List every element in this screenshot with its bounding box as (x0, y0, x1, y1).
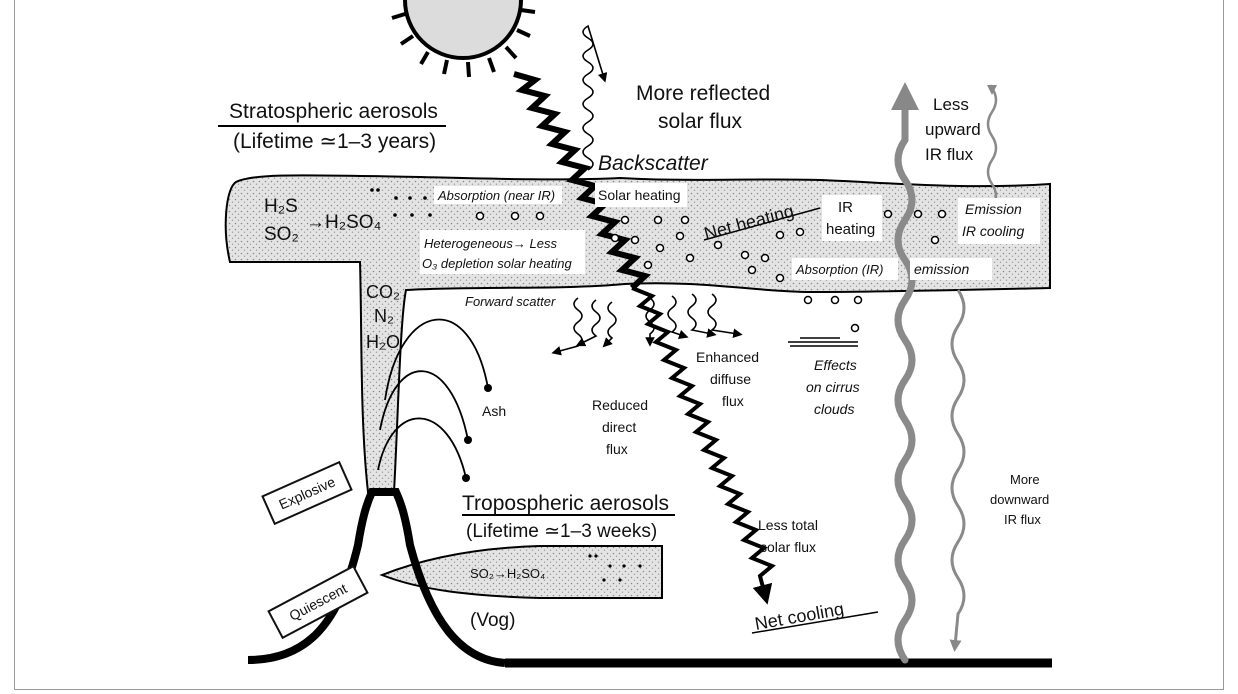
o3-depletion-label: O₃ depletion solar heating (422, 256, 572, 271)
enhanced-diffuse-label-1: Enhanced (696, 349, 759, 365)
more-reflected-label-1: More reflected (636, 82, 770, 105)
explosive-box: Explosive (263, 462, 352, 524)
more-downward-label-2: downward (990, 492, 1049, 507)
heterogeneous-label: Heterogeneous→ Less (424, 236, 557, 251)
forward-scatter-label: Forward scatter (465, 294, 556, 309)
upward-ir-flux-arrows (898, 88, 996, 660)
enhanced-diffuse-label-2: diffuse (710, 371, 751, 387)
trop-title: Tropospheric aerosols (462, 492, 669, 515)
cirrus-label-2: on cirrus (806, 379, 860, 395)
ash-label: Ash (482, 403, 506, 419)
ir-heating-label-2: heating (826, 221, 875, 238)
less-upward-label-3: IR flux (925, 145, 974, 164)
h2s-label: H₂S (264, 196, 298, 217)
so2-h2so4-label: SO₂→H₂SO₄ (470, 566, 545, 581)
co2-label: CO₂ (366, 282, 400, 302)
net-cooling-label: Net cooling (753, 599, 845, 634)
backscatter-label: Backscatter (598, 152, 709, 175)
reduced-direct-label-3: flux (606, 441, 628, 457)
less-upward-label-2: upward (925, 120, 981, 139)
reflected-flux-arrow (583, 26, 604, 170)
cirrus-cloud-icon (788, 338, 858, 346)
n2-label: N₂ (374, 306, 394, 326)
less-total-label-1: Less total (758, 517, 818, 533)
solar-heating-label: Solar heating (598, 187, 681, 203)
emission-cooling-label-1: Emission (965, 201, 1022, 217)
more-downward-label-1: More (1010, 472, 1040, 487)
enhanced-diffuse-label-3: flux (722, 393, 744, 409)
h2so4-label: →H₂SO₄ (306, 212, 382, 233)
less-total-label-2: solar flux (760, 539, 816, 555)
more-downward-label-3: IR flux (1004, 512, 1041, 527)
downward-ir-flux-arrow (952, 290, 964, 646)
vog-label: (Vog) (470, 610, 515, 631)
h2o-label: H₂O (366, 332, 400, 352)
cirrus-label-3: clouds (814, 401, 854, 417)
trop-lifetime: (Lifetime ≃1–3 weeks) (466, 521, 657, 542)
strat-title: Stratospheric aerosols (229, 100, 438, 123)
strat-lifetime: (Lifetime ≃1–3 years) (233, 130, 436, 153)
emission-label: emission (914, 261, 969, 277)
more-reflected-label-2: solar flux (658, 110, 743, 133)
absorption-ir-label: Absorption (IR) (795, 262, 883, 277)
so2-label: SO₂ (264, 224, 299, 245)
reduced-direct-label-2: direct (602, 419, 636, 435)
cirrus-label-1: Effects (814, 357, 857, 373)
sun-icon (392, 0, 535, 77)
emission-cooling-label-2: IR cooling (962, 223, 1024, 239)
less-upward-label-1: Less (933, 95, 969, 114)
ir-heating-label-1: IR (838, 199, 853, 216)
reduced-direct-label-1: Reduced (592, 397, 648, 413)
absorption-near-ir-label: Absorption (near IR) (437, 188, 555, 203)
